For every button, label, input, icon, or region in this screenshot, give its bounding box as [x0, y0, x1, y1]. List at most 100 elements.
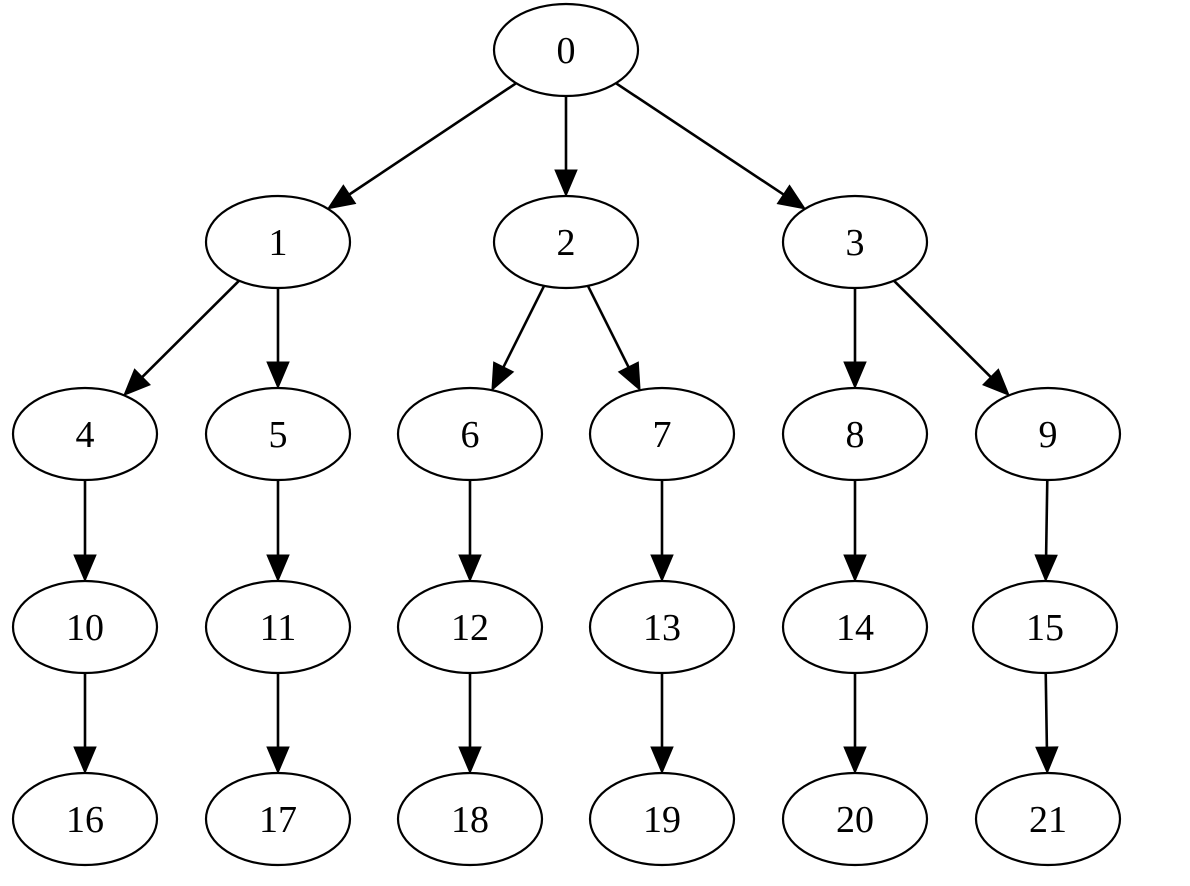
node-ellipse[interactable] — [204, 771, 352, 867]
edge-4-to-10 — [73, 480, 97, 583]
arrowhead-icon — [1035, 746, 1059, 775]
edge-line — [348, 82, 517, 196]
node-label: 12 — [451, 607, 489, 649]
graph-node-2[interactable]: 2 — [492, 194, 640, 290]
node-ellipse[interactable] — [781, 386, 929, 482]
graph-node-17[interactable]: 17 — [204, 771, 352, 867]
graph-node-11[interactable]: 11 — [204, 579, 352, 675]
graph-node-20[interactable]: 20 — [781, 771, 929, 867]
graph-node-6[interactable]: 6 — [396, 386, 544, 482]
graph-node-4[interactable]: 4 — [11, 386, 159, 482]
edge-2-to-7 — [586, 285, 641, 392]
node-ellipse[interactable] — [492, 194, 640, 290]
arrowhead-icon — [650, 554, 674, 583]
node-ellipse[interactable] — [588, 386, 736, 482]
edge-line — [141, 279, 241, 378]
edge-0-to-1 — [326, 82, 517, 210]
graph-node-12[interactable]: 12 — [396, 579, 544, 675]
edge-line — [502, 285, 546, 368]
arrowhead-icon — [554, 169, 578, 198]
node-ellipse[interactable] — [781, 579, 929, 675]
edge-1-to-5 — [266, 288, 290, 390]
node-label: 20 — [836, 799, 874, 841]
graph-node-3[interactable]: 3 — [781, 194, 929, 290]
node-ellipse[interactable] — [396, 771, 544, 867]
edge-14-to-20 — [843, 673, 867, 775]
node-ellipse[interactable] — [781, 771, 929, 867]
arrowhead-icon — [73, 746, 97, 775]
node-label: 18 — [451, 799, 489, 841]
node-ellipse[interactable] — [11, 386, 159, 482]
node-label: 3 — [846, 222, 865, 264]
arrowhead-icon — [776, 184, 807, 210]
graph-node-0[interactable]: 0 — [492, 2, 640, 98]
graph-node-19[interactable]: 19 — [588, 771, 736, 867]
graph-node-16[interactable]: 16 — [11, 771, 159, 867]
node-label: 0 — [557, 30, 576, 72]
node-label: 21 — [1029, 799, 1067, 841]
edges-layer — [73, 82, 1059, 775]
node-ellipse[interactable] — [492, 2, 640, 98]
node-label: 6 — [461, 414, 480, 456]
graph-node-8[interactable]: 8 — [781, 386, 929, 482]
edge-12-to-18 — [458, 673, 482, 775]
arrowhead-icon — [1034, 554, 1058, 583]
arrowhead-icon — [491, 361, 515, 392]
arrowhead-icon — [326, 184, 357, 210]
edge-1-to-4 — [123, 279, 241, 397]
edge-line — [586, 285, 630, 368]
graph-node-13[interactable]: 13 — [588, 579, 736, 675]
node-label: 1 — [269, 222, 288, 264]
node-label: 4 — [76, 414, 95, 456]
graph-node-9[interactable]: 9 — [974, 386, 1122, 482]
graph-node-1[interactable]: 1 — [204, 194, 352, 290]
node-ellipse[interactable] — [588, 579, 736, 675]
node-ellipse[interactable] — [11, 771, 159, 867]
graph-node-7[interactable]: 7 — [588, 386, 736, 482]
node-label: 14 — [836, 607, 874, 649]
arrowhead-icon — [843, 361, 867, 390]
arrowhead-icon — [123, 368, 151, 397]
graph-node-14[interactable]: 14 — [781, 579, 929, 675]
graph-node-10[interactable]: 10 — [11, 579, 159, 675]
edge-line — [1044, 479, 1049, 556]
node-label: 11 — [260, 607, 297, 649]
arrowhead-icon — [73, 554, 97, 583]
graph-node-15[interactable]: 15 — [971, 579, 1119, 675]
node-ellipse[interactable] — [396, 386, 544, 482]
node-ellipse[interactable] — [204, 194, 352, 290]
node-ellipse[interactable] — [204, 579, 352, 675]
arrowhead-icon — [650, 746, 674, 775]
node-ellipse[interactable] — [204, 386, 352, 482]
edge-0-to-3 — [615, 82, 807, 210]
node-ellipse[interactable] — [11, 579, 159, 675]
arrowhead-icon — [266, 746, 290, 775]
node-ellipse[interactable] — [974, 771, 1122, 867]
edge-line — [892, 279, 992, 378]
arrowhead-icon — [266, 361, 290, 390]
node-ellipse[interactable] — [971, 579, 1119, 675]
graph-node-5[interactable]: 5 — [204, 386, 352, 482]
arrowhead-icon — [266, 554, 290, 583]
graph-node-21[interactable]: 21 — [974, 771, 1122, 867]
node-ellipse[interactable] — [396, 579, 544, 675]
edge-2-to-6 — [491, 285, 546, 392]
edge-15-to-21 — [1035, 672, 1059, 775]
edge-3-to-9 — [892, 279, 1010, 397]
node-label: 17 — [259, 799, 297, 841]
edge-0-to-2 — [554, 96, 578, 198]
node-ellipse[interactable] — [781, 194, 929, 290]
graph-node-18[interactable]: 18 — [396, 771, 544, 867]
node-label: 5 — [269, 414, 288, 456]
node-label: 9 — [1039, 414, 1058, 456]
edge-line — [615, 82, 785, 196]
edge-8-to-14 — [843, 480, 867, 583]
edge-5-to-11 — [266, 480, 290, 583]
node-ellipse[interactable] — [588, 771, 736, 867]
arrowhead-icon — [843, 746, 867, 775]
arrowhead-icon — [617, 361, 641, 392]
edge-line — [1044, 672, 1049, 748]
node-ellipse[interactable] — [974, 386, 1122, 482]
